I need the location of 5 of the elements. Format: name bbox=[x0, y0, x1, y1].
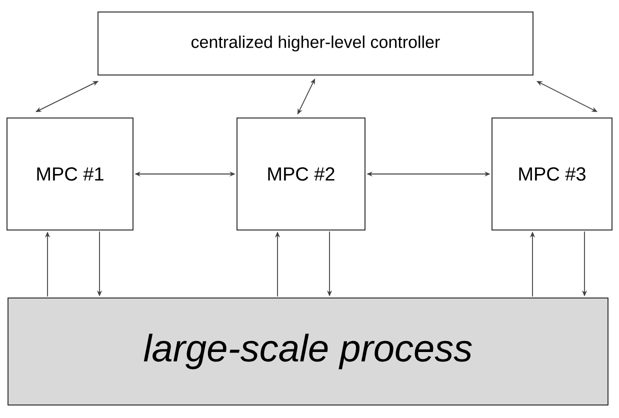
mpc-box: MPC #1 bbox=[6, 118, 134, 230]
controller-box: centralized higher-level controller bbox=[98, 12, 534, 76]
mpc-box: MPC #2 bbox=[236, 118, 366, 230]
mpc-box: MPC #3 bbox=[492, 118, 612, 230]
process-box: large-scale process bbox=[8, 298, 608, 406]
